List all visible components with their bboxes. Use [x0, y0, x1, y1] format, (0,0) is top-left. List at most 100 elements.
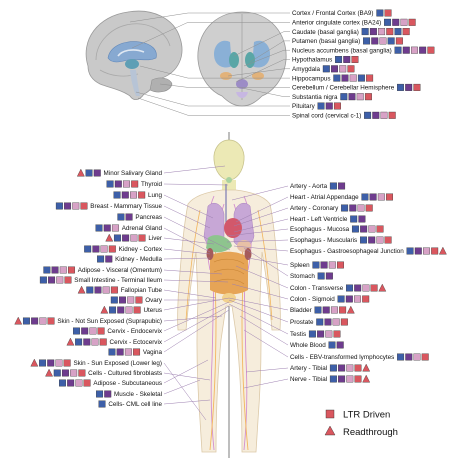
- pink-square-marker: [125, 306, 133, 314]
- blue-square-marker: [329, 375, 337, 383]
- connector-line: [163, 305, 230, 343]
- connector-line: [163, 359, 209, 384]
- red-square-marker: [133, 348, 141, 356]
- tissue-label: Artery - Tibial: [290, 365, 327, 372]
- pink-square-marker: [410, 46, 418, 54]
- brain-tissue-row: Substantia nigra: [292, 93, 372, 101]
- red-square-marker: [333, 102, 341, 110]
- body-tissue-row-right: Bladder: [290, 305, 355, 314]
- pink-square-marker: [356, 93, 364, 101]
- purple-square-marker: [419, 46, 427, 54]
- brain-tissue-row: Pituitary: [292, 102, 341, 110]
- body-tissue-row-left: Uterus: [100, 305, 162, 314]
- body-figure-illustration: [177, 132, 281, 458]
- pink-square-marker: [325, 330, 333, 338]
- tissue-label: Uterus: [143, 307, 162, 314]
- pink-square-marker: [70, 369, 78, 377]
- readthrough-triangle-marker: [105, 233, 114, 242]
- purple-square-marker: [348, 93, 356, 101]
- red-square-marker: [354, 375, 362, 383]
- blue-square-marker: [84, 245, 92, 253]
- blue-square-marker: [316, 318, 324, 326]
- red-square-marker: [333, 330, 341, 338]
- tissue-label: Kidney - Cortex: [119, 246, 163, 253]
- pink-square-marker: [124, 348, 132, 356]
- blue-square-marker: [329, 182, 337, 190]
- legend-readthrough-label: Readthrough: [343, 427, 398, 438]
- blue-square-marker: [361, 28, 369, 36]
- brain-tissue-row: Nucleus accumbens (basal ganglia): [292, 46, 435, 54]
- pink-square-marker: [127, 296, 135, 304]
- connector-line: [231, 283, 289, 300]
- blue-square-marker: [350, 215, 358, 223]
- legend-ltr-swatch: [325, 409, 335, 419]
- pink-square-marker: [380, 111, 388, 119]
- body-tissue-row-right: Heart - Atrial Appendage: [290, 193, 394, 201]
- red-square-marker: [364, 93, 372, 101]
- blue-square-marker: [337, 295, 345, 303]
- blue-square-marker: [22, 317, 30, 325]
- body-tissue-row-left: Minor Salivary Gland: [76, 168, 162, 177]
- blue-square-marker: [341, 204, 349, 212]
- blue-square-marker: [329, 364, 337, 372]
- purple-square-marker: [414, 247, 422, 255]
- red-square-marker: [354, 364, 362, 372]
- connector-line: [163, 372, 211, 381]
- purple-square-marker: [48, 276, 56, 284]
- body-tissue-row-left: Thyroid: [106, 180, 162, 188]
- tissue-label: Stomach: [290, 273, 315, 280]
- connector-line: [233, 245, 289, 252]
- body-tissue-row-left: Kidney - Medulla: [97, 255, 162, 263]
- blue-square-marker: [106, 180, 114, 188]
- purple-square-marker: [331, 65, 338, 73]
- pink-square-marker: [379, 37, 387, 45]
- body-tissue-row-left: Adrenal Gland: [95, 224, 162, 232]
- body-tissue-row-right: Whole Blood: [290, 341, 344, 349]
- tissue-label: Cells- CML cell line: [108, 401, 162, 408]
- red-square-marker: [64, 276, 72, 284]
- connector-line: [163, 301, 230, 332]
- tissue-label: Cervix - Ectocervix: [110, 339, 163, 346]
- blue-square-marker: [117, 213, 125, 221]
- purple-square-marker: [83, 338, 91, 346]
- connector-line: [239, 315, 289, 346]
- purple-square-marker: [64, 202, 72, 210]
- label-connector-lines: [129, 12, 290, 421]
- legend-ltr-label: LTR Driven: [343, 410, 390, 421]
- readthrough-triangle-marker: [77, 285, 86, 294]
- tissue-label: Skin - Sun Exposed (Lower leg): [73, 360, 162, 367]
- connector-line: [226, 228, 289, 237]
- connector-line: [228, 297, 289, 311]
- tissue-label: Colon - Transverse: [290, 285, 344, 292]
- tissue-label: Anterior cingulate cortex (BA24): [292, 20, 381, 27]
- red-square-marker: [337, 261, 344, 269]
- purple-square-marker: [369, 28, 377, 36]
- connector-line: [228, 303, 289, 335]
- pink-square-marker: [328, 261, 336, 269]
- pink-square-marker: [55, 359, 63, 367]
- connector-line: [131, 22, 189, 49]
- blue-square-marker: [113, 234, 121, 242]
- purple-square-marker: [368, 236, 376, 244]
- tissue-label: Esophagus - Muscularis: [290, 237, 357, 244]
- body-tissue-row-right: Artery - Aorta: [290, 182, 346, 190]
- connector-line: [163, 216, 231, 251]
- red-square-marker: [138, 191, 146, 199]
- tissue-label: Cerebellum / Cerebellar Hemisphere: [292, 85, 395, 92]
- tissue-label: Adipose - Visceral (Omentum): [78, 267, 162, 274]
- readthrough-triangle-marker: [438, 246, 447, 255]
- pink-square-marker: [59, 266, 67, 274]
- connector-line: [226, 239, 289, 243]
- blue-square-marker: [98, 400, 106, 408]
- red-square-marker: [97, 327, 105, 335]
- blue-square-marker: [109, 306, 117, 314]
- connector-line: [241, 87, 285, 97]
- tissue-label: Nucleus accumbens (basal ganglia): [292, 47, 392, 54]
- body-tissue-row-right: Stomach: [290, 272, 333, 280]
- connector-line: [135, 91, 189, 107]
- tissue-label: Esophagus - Mucosa: [290, 226, 350, 233]
- readthrough-triangle-marker: [378, 283, 387, 292]
- tissue-label: Vagina: [143, 349, 163, 356]
- connector-line: [247, 257, 289, 266]
- body-tissue-row-left: Fallopian Tube: [77, 285, 162, 294]
